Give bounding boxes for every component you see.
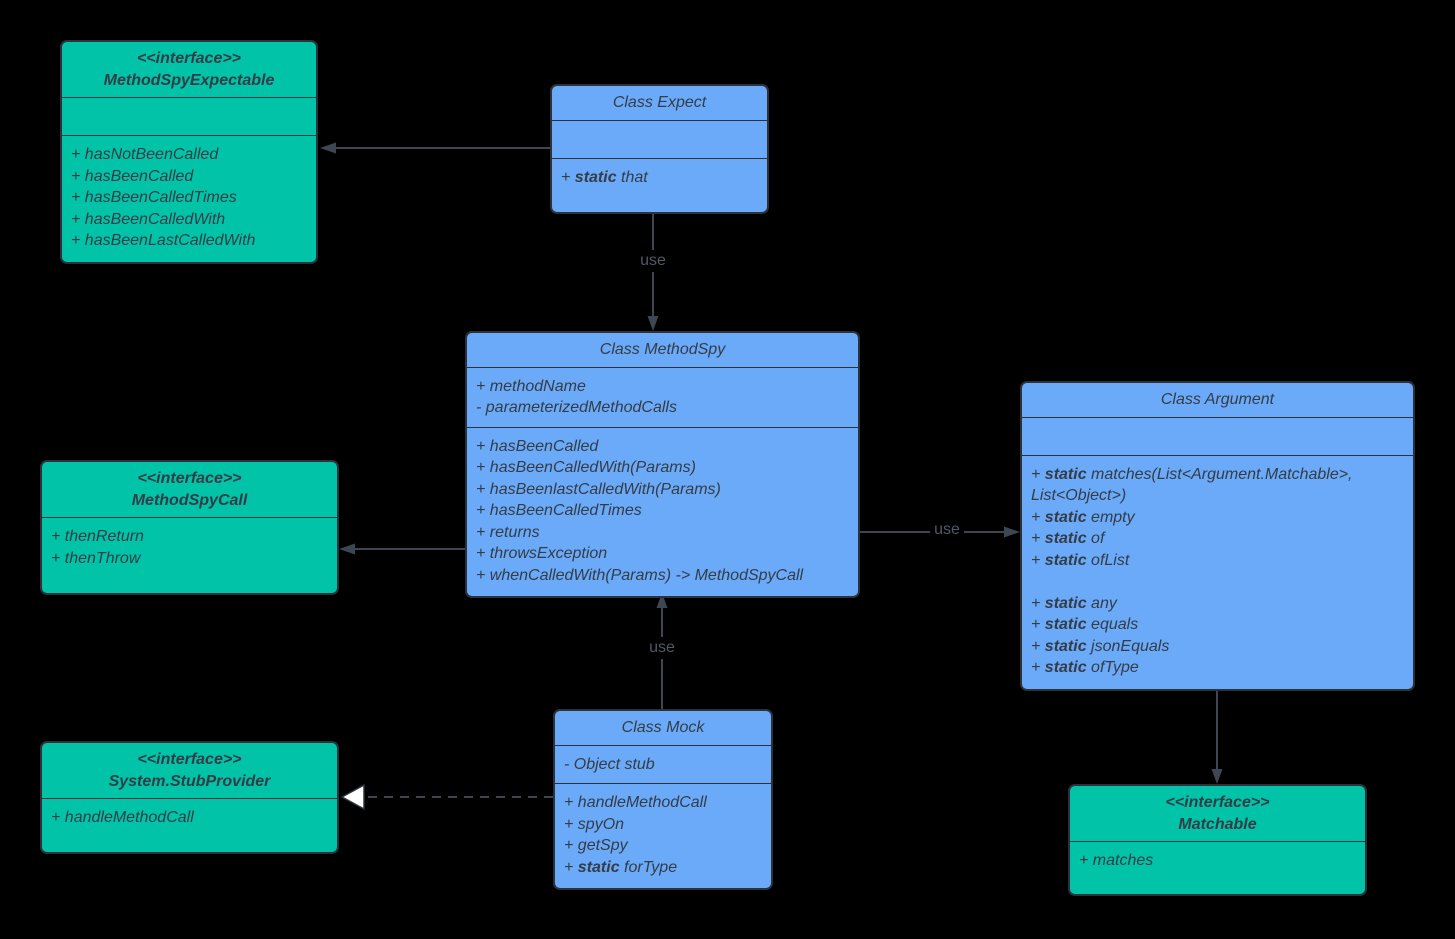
method-item: + static ofList — [1031, 551, 1130, 569]
method-item: + handleMethodCall — [51, 809, 194, 826]
method-item: + hasBeenCalledWith — [71, 210, 226, 228]
stereotype-label: <<interface>> — [136, 50, 242, 67]
attribute-item: + methodName — [476, 377, 586, 395]
method-item: + hasBeenCalledWith(Params) — [476, 459, 696, 476]
class-name: MethodSpyExpectable — [103, 71, 275, 89]
stereotype-label: <<interface>> — [137, 470, 242, 487]
method-item: + hasNotBeenCalled — [71, 146, 219, 163]
edge-label-use-mock-methodspy[interactable]: use — [645, 637, 679, 659]
method-item: + hasBeenCalled — [71, 167, 194, 185]
edge-expect-to-methodspyexpectable[interactable] — [320, 142, 550, 154]
method-item: + hasBeenCalledTimes — [71, 189, 237, 206]
class-box-matchable[interactable]: <<interface>> Matchable + matches — [1068, 784, 1367, 896]
methods-section: + static that — [552, 159, 767, 213]
stereotype-label: <<interface>> — [1165, 794, 1270, 811]
attribute-item: - parameterizedMethodCalls — [476, 399, 677, 416]
methods-section: + thenReturn + thenThrow — [42, 518, 337, 593]
edge-argument-to-matchable[interactable] — [1211, 684, 1223, 784]
class-title: <<interface>> Matchable — [1070, 786, 1365, 842]
method-item: + thenReturn — [51, 528, 144, 545]
method-item: + static that — [561, 168, 648, 186]
class-box-methodspy[interactable]: Class MethodSpy + methodName - parameteriz… — [465, 331, 860, 598]
edge-methodspy-to-methodspycall[interactable] — [339, 543, 465, 555]
class-name: Class MethodSpy — [599, 341, 726, 358]
edge-label-use-expect-methodspy[interactable]: use — [636, 250, 670, 272]
method-item: + throwsException — [476, 545, 608, 562]
method-item: + static of — [1031, 530, 1105, 547]
class-name: Matchable — [1178, 815, 1257, 833]
class-box-stubprovider[interactable]: <<interface>> System.StubProvider + handle… — [40, 741, 339, 854]
attributes-section — [552, 121, 767, 159]
methods-section: + static matches(List<Argument.Matchable… — [1022, 456, 1413, 689]
method-item: + static forType — [564, 858, 678, 876]
method-item: + getSpy — [564, 837, 628, 854]
stereotype-label: <<interface>> — [137, 751, 242, 768]
class-title: Class Expect — [552, 86, 767, 121]
method-item: + returns — [476, 523, 540, 541]
attributes-section — [1022, 418, 1413, 456]
class-name: System.StubProvider — [108, 772, 271, 790]
method-item: + static ofType — [1031, 659, 1139, 676]
class-box-methodspycall[interactable]: <<interface>>MethodSpyCall+ thenReturn+ … — [40, 460, 339, 595]
methods-section: + hasNotBeenCalled + hasBeenCalled + hasBe… — [62, 136, 316, 262]
method-item: + thenThrow — [51, 549, 141, 567]
class-title: <<interface>> System.StubProvider — [42, 743, 337, 799]
attributes-section — [62, 98, 316, 136]
class-title: Class Argument — [1022, 383, 1413, 418]
class-box-argument[interactable]: Class Argument + static matches(List<Argu… — [1020, 381, 1415, 691]
method-item: + hasBeenLastCalledWith — [71, 232, 256, 249]
class-name: Class Mock — [621, 719, 705, 736]
edge-label-use-methodspy-argument[interactable]: use — [930, 519, 964, 541]
attributes-section: + methodName - parameterizedMethodCalls — [467, 368, 858, 428]
class-box-methodspyexpectable[interactable]: <<interface>> MethodSpyExpectable + hasNot… — [60, 40, 318, 264]
attributes-section: - Object stub — [555, 746, 771, 784]
attribute-item: - Object stub — [564, 755, 655, 773]
method-item: + matches — [1079, 852, 1154, 869]
method-item: + handleMethodCall — [564, 794, 707, 811]
class-title: <<interface>> MethodSpyExpectable — [62, 42, 316, 98]
method-item: + hasBeenCalledTimes — [476, 502, 642, 519]
method-item: + hasBeenlastCalledWith(Params) — [476, 480, 721, 498]
class-box-mock[interactable]: Class Mock - Object stub + handleMethodCal… — [553, 709, 773, 890]
edge-expect-to-methodspy[interactable] — [647, 214, 659, 331]
method-item: + static matches(List<Argument.Matchable… — [1031, 465, 1353, 505]
methods-section: + handleMethodCall — [42, 799, 337, 852]
method-item: + static empty — [1031, 508, 1135, 526]
method-item: + static any — [1031, 594, 1117, 612]
class-title: Class MethodSpy — [467, 333, 858, 368]
method-item: + static jsonEquals — [1031, 637, 1170, 655]
methods-section: + hasBeenCalled + hasBeenCalledWith(Param… — [467, 428, 858, 597]
class-name: Class Expect — [612, 94, 707, 111]
class-title: Class Mock — [555, 711, 771, 746]
class-name: MethodSpyCall — [131, 491, 248, 509]
edge-mock-to-stubprovider[interactable] — [340, 783, 553, 811]
method-item: + hasBeenCalled — [476, 437, 599, 455]
method-item: + whenCalledWith(Params) -> MethodSpyCal… — [476, 566, 804, 584]
class-box-expect[interactable]: Class Expect + static that — [550, 84, 769, 214]
method-item: + static equals — [1031, 616, 1139, 633]
method-spacer — [1031, 571, 1404, 593]
method-item: + spyOn — [564, 815, 625, 833]
methods-section: + handleMethodCall + spyOn + getSpy + stati… — [555, 784, 771, 888]
class-title: <<interface>> MethodSpyCall — [42, 462, 337, 518]
methods-section: + matches — [1070, 842, 1365, 894]
class-name: Class Argument — [1160, 391, 1275, 408]
